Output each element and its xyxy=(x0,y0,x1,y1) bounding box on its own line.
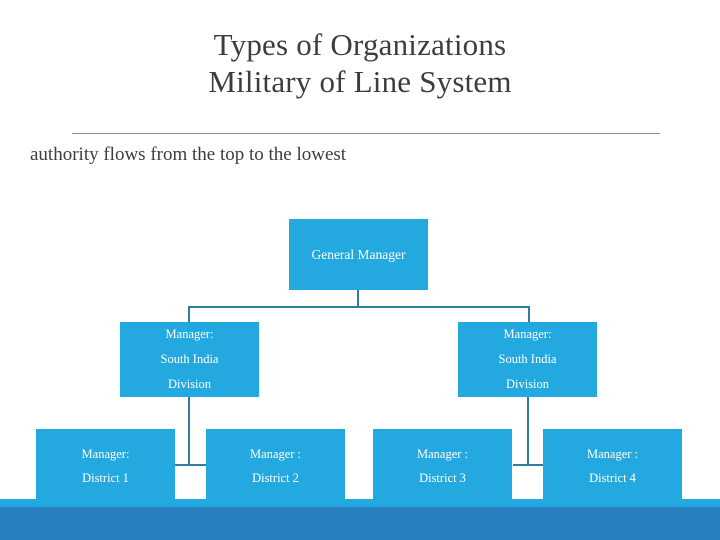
slide-title: Types of Organizations Military of Line … xyxy=(0,26,720,100)
org-node-label: Manager : xyxy=(249,446,302,461)
title-line-1: Types of Organizations xyxy=(213,27,507,62)
org-node-label: Manager: xyxy=(81,446,130,461)
org-node-label: Manager: xyxy=(503,327,552,341)
org-node-label: District 3 xyxy=(419,470,466,485)
footer-band-dark xyxy=(0,507,720,540)
org-node-label: Manager : xyxy=(416,446,469,461)
org-node-label: Division xyxy=(167,377,212,391)
org-node-label: District 1 xyxy=(82,470,129,485)
connector-division-left-stem xyxy=(188,396,190,466)
connector-root-stem xyxy=(357,290,359,308)
slide-subtitle: authority flows from the top to the lowe… xyxy=(30,144,347,165)
org-node-division-right[interactable]: Manager: South India Division xyxy=(458,322,597,397)
org-node-label: Manager: xyxy=(165,327,214,341)
org-node-label: South India xyxy=(160,352,219,366)
org-node-district-2[interactable]: Manager : District 2 xyxy=(206,429,345,502)
org-node-district-3[interactable]: Manager : District 3 xyxy=(373,429,512,502)
title-divider xyxy=(72,133,660,134)
connector-division-right-foot xyxy=(513,464,544,466)
connector-root-bus xyxy=(188,306,530,308)
footer-band-light xyxy=(0,499,720,508)
connector-drop-division-left xyxy=(188,306,190,323)
connector-drop-division-right xyxy=(528,306,530,323)
connector-division-left-foot xyxy=(175,464,206,466)
org-node-district-4[interactable]: Manager : District 4 xyxy=(543,429,682,502)
org-node-label: District 4 xyxy=(589,470,636,485)
org-node-label: South India xyxy=(498,352,557,366)
org-node-label: Division xyxy=(505,377,550,391)
org-node-label: District 2 xyxy=(252,470,299,485)
title-line-2: Military of Line System xyxy=(208,64,512,99)
org-node-district-1[interactable]: Manager: District 1 xyxy=(36,429,175,502)
org-node-general-manager[interactable]: General Manager xyxy=(289,219,428,290)
connector-division-right-stem xyxy=(527,397,529,466)
org-node-division-left[interactable]: Manager: South India Division xyxy=(120,322,259,397)
org-node-label: General Manager xyxy=(311,246,406,262)
org-node-label: Manager : xyxy=(586,446,639,461)
